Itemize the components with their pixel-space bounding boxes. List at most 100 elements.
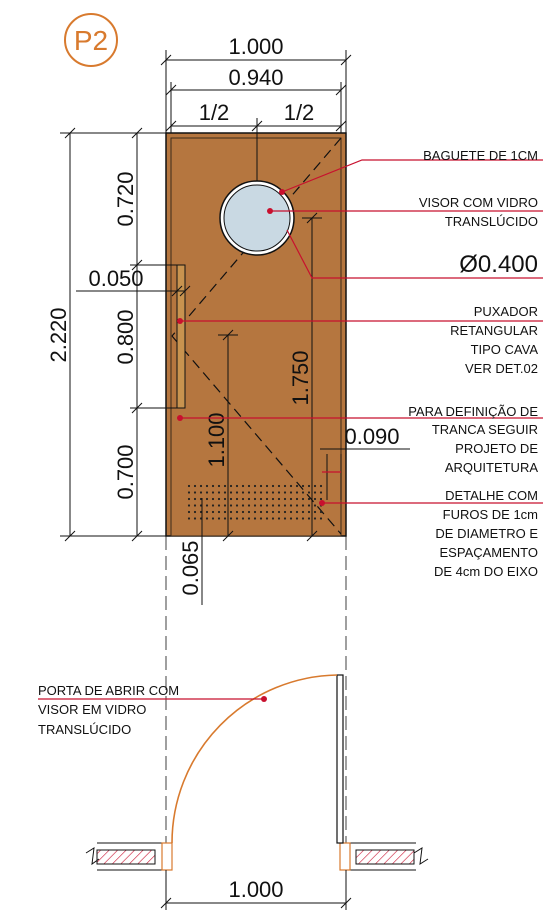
perforation-dot: [259, 504, 263, 507]
perforation-dot: [301, 497, 305, 501]
perforation-dot: [193, 497, 197, 501]
perforation-dot: [289, 517, 293, 520]
perforation-dot: [277, 517, 281, 520]
perforation-dot: [211, 504, 215, 507]
dim-total-height: 2.220: [46, 307, 71, 362]
door-plan: 1.000 PORTA DE ABRIR COM VISOR EM VIDRO …: [38, 674, 429, 910]
visor-glass: [223, 184, 291, 252]
perforation-dot: [229, 504, 233, 507]
perforation-dot: [319, 491, 323, 494]
dim-plan-width: 1.000: [228, 877, 283, 902]
perforation-dot: [217, 491, 221, 494]
perforation-dot: [271, 484, 275, 488]
dim-visor-center-height: 1.750: [288, 350, 313, 405]
perforation-dot: [187, 517, 191, 520]
perforation-dot: [205, 484, 209, 488]
perforation-dot: [247, 510, 251, 514]
perforation-dot: [223, 510, 227, 514]
perforation-pattern: [187, 484, 323, 520]
perforation-dot: [253, 497, 257, 501]
perforation-dot: [211, 510, 215, 514]
perforation-dot: [193, 504, 197, 507]
perforation-dot: [253, 491, 257, 494]
perforation-dot: [265, 504, 269, 507]
perforation-dot: [187, 491, 191, 494]
note-tranca-4: ARQUITETURA: [445, 460, 539, 475]
perforation-dot: [319, 517, 323, 520]
note-tranca-3: PROJETO DE: [455, 441, 538, 456]
perforation-dot: [295, 510, 299, 514]
perforation-dot: [247, 517, 251, 520]
perforation-dot: [223, 517, 227, 520]
perforation-dot: [205, 504, 209, 507]
perforation-dot: [247, 491, 251, 494]
perforation-dot: [283, 497, 287, 501]
perforation-dot: [193, 510, 197, 514]
perforation-dot: [277, 497, 281, 501]
dim-gap: 0.050: [88, 266, 143, 291]
perforation-dot: [319, 497, 323, 501]
perforation-dot: [241, 497, 245, 501]
perforation-dot: [241, 491, 245, 494]
perforation-dot: [265, 491, 269, 494]
perforation-dot: [259, 517, 263, 520]
perforation-dot: [313, 497, 317, 501]
perforation-dot: [259, 497, 263, 501]
perforation-dot: [301, 491, 305, 494]
perforation-dot: [199, 491, 203, 494]
perforation-dot: [217, 497, 221, 501]
perforation-dot: [283, 517, 287, 520]
perforation-dot: [253, 484, 257, 488]
perforation-dot: [319, 484, 323, 488]
perforation-dot: [259, 491, 263, 494]
perforation-dot: [235, 491, 239, 494]
perforation-dot: [295, 517, 299, 520]
dim-top-height: 0.720: [113, 171, 138, 226]
perforation-dot: [217, 510, 221, 514]
perforation-dot: [307, 497, 311, 501]
perforation-dot: [319, 510, 323, 514]
dim-half-right: 1/2: [284, 100, 315, 125]
perforation-dot: [301, 484, 305, 488]
perforation-dot: [271, 517, 275, 520]
perforation-dot: [313, 504, 317, 507]
perforation-dot: [295, 491, 299, 494]
perforation-dot: [211, 491, 215, 494]
perforation-dot: [187, 484, 191, 488]
perforation-dot: [265, 497, 269, 501]
perforation-dot: [265, 510, 269, 514]
perforation-dot: [307, 484, 311, 488]
note-plan-2: VISOR EM VIDRO: [38, 702, 146, 717]
note-furos-2: FUROS DE 1cm: [443, 507, 538, 522]
perforation-dot: [205, 491, 209, 494]
handle-recess: [176, 264, 186, 409]
dim-side-offset: 0.065: [178, 540, 203, 595]
perforation-dot: [223, 504, 227, 507]
perforation-dot: [271, 510, 275, 514]
perforation-dot: [289, 497, 293, 501]
perforation-dot: [259, 510, 263, 514]
door-tag: P2: [64, 13, 118, 67]
top-dimensions: 1.000 0.940 1/2 1/2: [160, 34, 352, 133]
perforation-dot: [241, 484, 245, 488]
perforation-dot: [247, 497, 251, 501]
perforation-dot: [247, 484, 251, 488]
perforation-dot: [241, 517, 245, 520]
note-puxador-1: PUXADOR: [474, 304, 538, 319]
perforation-dot: [211, 484, 215, 488]
dim-handle-height: 0.800: [113, 309, 138, 364]
perforation-dot: [229, 517, 233, 520]
perforation-dot: [301, 510, 305, 514]
dim-overall-width: 1.000: [228, 34, 283, 59]
perforation-dot: [217, 504, 221, 507]
perforation-dot: [277, 504, 281, 507]
perforation-dot: [193, 491, 197, 494]
left-dimensions: 2.220 0.720 0.800 0.700 0.050 0.065: [46, 127, 203, 605]
perforation-dot: [307, 491, 311, 494]
note-tranca-2: TRANCA SEGUIR: [432, 422, 538, 437]
perforation-dot: [223, 491, 227, 494]
note-plan-3: TRANSLÚCIDO: [38, 722, 131, 737]
perforation-dot: [289, 484, 293, 488]
perforation-dot: [193, 484, 197, 488]
